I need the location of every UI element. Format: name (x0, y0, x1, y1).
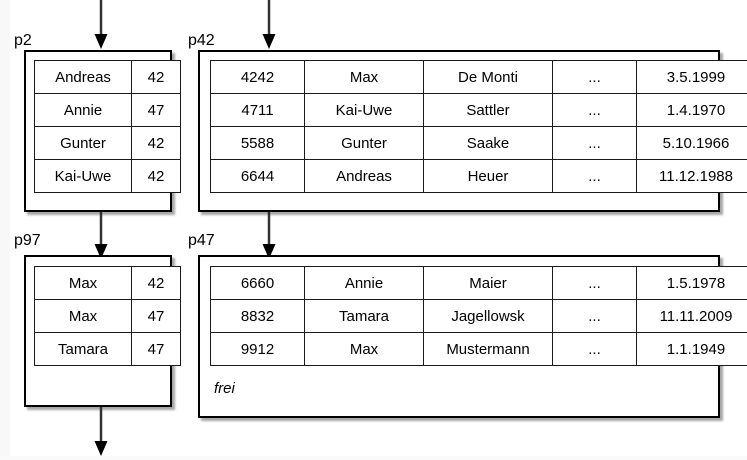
arrow-into-p2 (90, 0, 112, 50)
cell-more: ... (552, 299, 637, 333)
table-row[interactable]: Annie 47 (34, 93, 181, 127)
cell-more: ... (552, 93, 637, 127)
table-p42[interactable]: 4242 Max De Monti ... 3.5.1999 4711 Kai-… (210, 60, 747, 193)
cell-firstname: Tamara (304, 299, 424, 333)
table-row[interactable]: Tamara 47 (34, 332, 181, 366)
arrow-into-p42 (258, 0, 280, 50)
cell-firstname: Gunter (304, 126, 424, 160)
cell-hash: 42 (131, 126, 181, 160)
cell-hash: 47 (131, 299, 181, 333)
cell-more: ... (552, 266, 637, 300)
cell-more: ... (552, 332, 637, 366)
cell-date: 5.10.1966 (636, 126, 747, 160)
cell-hash: 47 (131, 93, 181, 127)
cell-name: Max (34, 266, 132, 300)
cell-hash: 42 (131, 60, 181, 94)
table-row[interactable]: Andreas 42 (34, 60, 181, 94)
cell-lastname: Mustermann (423, 332, 553, 366)
table-row[interactable]: 4711 Kai-Uwe Sattler ... 1.4.1970 (210, 93, 747, 127)
arrow-p42-to-p47 (258, 212, 280, 260)
cell-firstname: Andreas (304, 159, 424, 193)
cell-date: 3.5.1999 (636, 60, 747, 94)
arrow-out-of-p97 (90, 407, 112, 457)
bottom-edge-strip (0, 456, 747, 460)
left-edge-strip (0, 0, 10, 460)
table-row[interactable]: 6644 Andreas Heuer ... 11.12.1988 (210, 159, 747, 193)
cell-date: 11.11.2009 (636, 299, 747, 333)
cell-id: 8832 (210, 299, 305, 333)
table-row[interactable]: Max 47 (34, 299, 181, 333)
table-row[interactable]: 6660 Annie Maier ... 1.5.1978 (210, 266, 747, 300)
cell-date: 1.4.1970 (636, 93, 747, 127)
cell-lastname: De Monti (423, 60, 553, 94)
cell-name: Tamara (34, 332, 132, 366)
table-row[interactable]: 8832 Tamara Jagellowsk ... 11.11.2009 (210, 299, 747, 333)
cell-firstname: Kai-Uwe (304, 93, 424, 127)
table-row[interactable]: 9912 Max Mustermann ... 1.1.1949 (210, 332, 747, 366)
cell-id: 9912 (210, 332, 305, 366)
cell-date: 1.1.1949 (636, 332, 747, 366)
cell-lastname: Saake (423, 126, 553, 160)
table-p97[interactable]: Max 42 Max 47 Tamara 47 (34, 266, 181, 366)
cell-hash: 47 (131, 332, 181, 366)
cell-id: 4242 (210, 60, 305, 94)
cell-lastname: Maier (423, 266, 553, 300)
cell-hash: 42 (131, 159, 181, 193)
table-row[interactable]: Max 42 (34, 266, 181, 300)
table-p47[interactable]: 6660 Annie Maier ... 1.5.1978 8832 Tamar… (210, 266, 747, 366)
cell-id: 6660 (210, 266, 305, 300)
page-label-p97: p97 (14, 232, 41, 249)
cell-firstname: Max (304, 60, 424, 94)
cell-lastname: Heuer (423, 159, 553, 193)
cell-firstname: Annie (304, 266, 424, 300)
cell-more: ... (552, 60, 637, 94)
table-p2[interactable]: Andreas 42 Annie 47 Gunter 42 Kai-Uwe 42 (34, 60, 181, 193)
cell-lastname: Sattler (423, 93, 553, 127)
cell-id: 4711 (210, 93, 305, 127)
arrow-p2-to-p97 (90, 212, 112, 260)
cell-more: ... (552, 159, 637, 193)
cell-name: Max (34, 299, 132, 333)
page-label-p47: p47 (188, 232, 215, 249)
cell-hash: 42 (131, 266, 181, 300)
cell-more: ... (552, 126, 637, 160)
cell-id: 5588 (210, 126, 305, 160)
cell-id: 6644 (210, 159, 305, 193)
cell-lastname: Jagellowsk (423, 299, 553, 333)
table-row[interactable]: Kai-Uwe 42 (34, 159, 181, 193)
table-row[interactable]: 5588 Gunter Saake ... 5.10.1966 (210, 126, 747, 160)
cell-name: Gunter (34, 126, 132, 160)
page-label-p42: p42 (188, 32, 215, 49)
cell-date: 1.5.1978 (636, 266, 747, 300)
cell-date: 11.12.1988 (636, 159, 747, 193)
cell-name: Kai-Uwe (34, 159, 132, 193)
cell-firstname: Max (304, 332, 424, 366)
cell-name: Andreas (34, 60, 132, 94)
cell-name: Annie (34, 93, 132, 127)
page-label-p2: p2 (14, 32, 32, 49)
table-row[interactable]: Gunter 42 (34, 126, 181, 160)
table-row[interactable]: 4242 Max De Monti ... 3.5.1999 (210, 60, 747, 94)
free-space-label: frei (214, 380, 235, 397)
